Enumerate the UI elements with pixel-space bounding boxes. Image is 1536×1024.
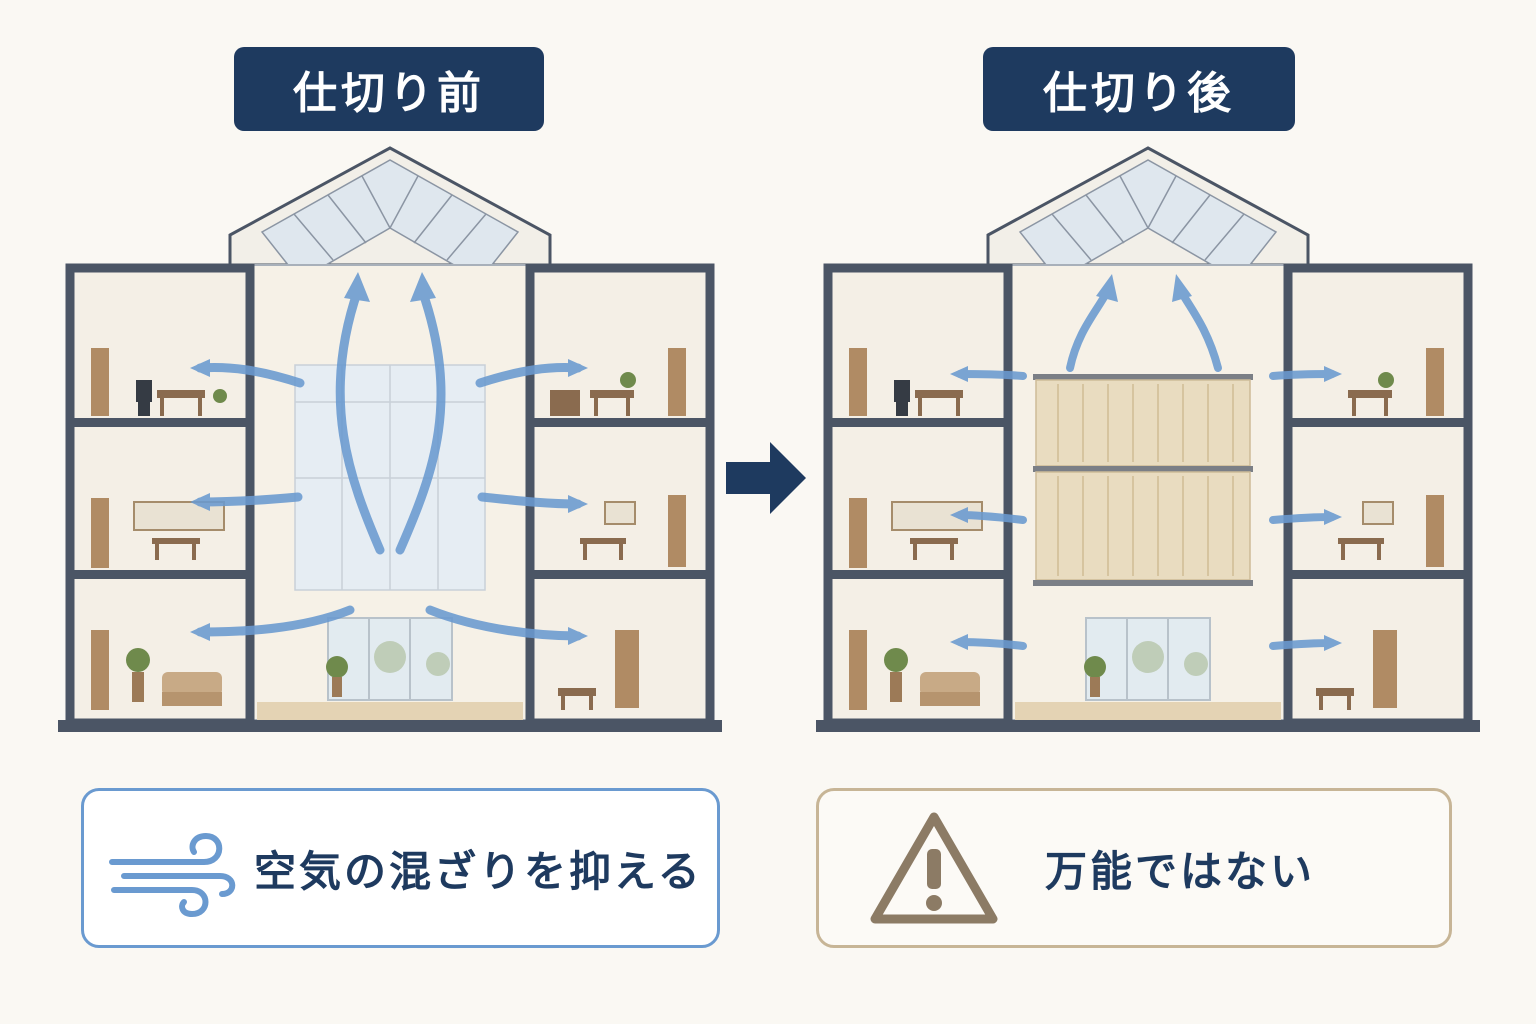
building-before-diagram <box>58 146 722 732</box>
warning-icon <box>870 812 998 924</box>
caption-after-text: 万能ではない <box>1045 846 1316 896</box>
wind-icon <box>109 832 236 918</box>
title-after: 仕切り後 <box>983 47 1295 131</box>
caption-before-box: 空気の混ざりを抑える <box>81 788 720 948</box>
right-arrow-icon <box>726 442 806 514</box>
title-before: 仕切り前 <box>234 47 544 131</box>
partition-curtain <box>1033 374 1253 586</box>
building-after-diagram <box>816 146 1480 732</box>
caption-before-text: 空気の混ざりを抑える <box>254 846 703 896</box>
airflow-arrows <box>190 272 588 645</box>
building-structure <box>58 146 722 732</box>
caption-after-box: 万能ではない <box>816 788 1452 948</box>
reduced-airflow-arrows <box>950 274 1342 651</box>
